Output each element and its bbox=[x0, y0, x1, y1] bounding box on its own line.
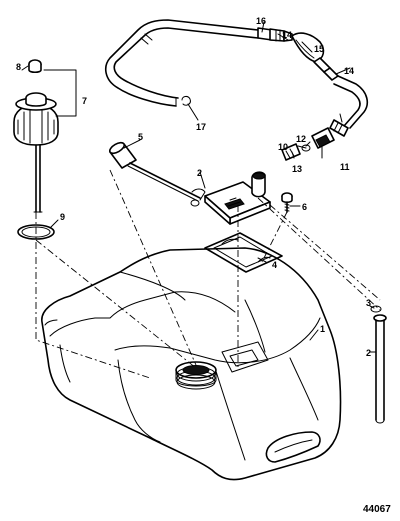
vent-tube bbox=[370, 305, 387, 424]
callout-16: 16 bbox=[256, 16, 266, 26]
callout-10: 10 bbox=[278, 142, 288, 152]
callout-1: 1 bbox=[320, 324, 325, 334]
callout-12: 12 bbox=[296, 134, 306, 144]
sender-gasket bbox=[204, 232, 283, 273]
callout-3: 3 bbox=[366, 298, 371, 308]
callout-2: 2 bbox=[197, 168, 202, 178]
drawing-part-number: 44067 bbox=[363, 504, 391, 515]
callout-13: 13 bbox=[292, 164, 302, 174]
fuel-tank bbox=[41, 247, 342, 481]
callout-14: 14 bbox=[344, 66, 354, 76]
callout-5: 5 bbox=[138, 132, 143, 142]
callout-6: 6 bbox=[302, 202, 307, 212]
screw bbox=[281, 192, 293, 213]
leader-lines bbox=[21, 21, 377, 353]
fill-cap-assembly bbox=[13, 59, 59, 213]
fuel-hose-assembly bbox=[104, 19, 369, 161]
callout-labels: 1 2 2 3 4 5 6 7 8 9 10 11 12 13 14 14 15… bbox=[16, 16, 391, 515]
fuel-gauge-sender bbox=[108, 141, 271, 225]
callout-2: 2 bbox=[366, 348, 371, 358]
alignment-lines bbox=[35, 169, 381, 379]
callout-7: 7 bbox=[82, 96, 87, 106]
callout-9: 9 bbox=[60, 212, 65, 222]
callout-14: 14 bbox=[282, 30, 292, 40]
callout-8: 8 bbox=[16, 62, 21, 72]
callout-15: 15 bbox=[314, 44, 324, 54]
callout-4: 4 bbox=[272, 260, 277, 270]
callout-11: 11 bbox=[340, 162, 350, 172]
callout-17: 17 bbox=[196, 122, 206, 132]
